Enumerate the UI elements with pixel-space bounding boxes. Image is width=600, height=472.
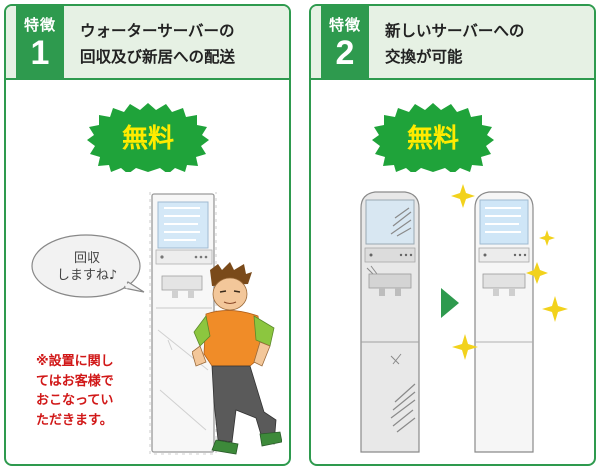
feature-tag-label: 特徴: [23, 16, 56, 34]
installation-note: ※設置に関し てはお客様で おこなってい ただきます。: [36, 354, 114, 428]
arrow-right-icon: [441, 288, 459, 318]
feature-number: 2: [335, 34, 355, 72]
badge-text: 無料: [122, 124, 174, 154]
sparkle-icon: [542, 296, 568, 322]
speech-text: 回収 しますね♪: [56, 251, 118, 283]
speech-bubble: [31, 234, 145, 298]
free-badge: 無料: [372, 103, 494, 172]
feature-header: 特徴 1 ウォーターサーバーの 回収及び新居への配送: [6, 6, 289, 80]
sparkle-icon: [539, 230, 555, 246]
feature-title: 新しいサーバーへの 交換が可能: [385, 22, 525, 66]
feature-header: 特徴 2 新しいサーバーへの 交換が可能: [311, 6, 594, 80]
feature-number-tag: 特徴 2: [321, 6, 369, 80]
badge-text: 無料: [407, 124, 459, 154]
sparkle-icons: [451, 184, 568, 360]
sparkle-icon: [526, 262, 548, 284]
sparkle-icon: [451, 184, 475, 208]
feature-tag-label: 特徴: [328, 16, 361, 34]
feature-number-tag: 特徴 1: [16, 6, 64, 80]
wrapped-water-server-illustration: [149, 192, 217, 455]
badge-burst-shape: [87, 103, 209, 172]
feature-title: ウォーターサーバーの 回収及び新居への配送: [80, 22, 236, 66]
sparkle-icon: [452, 334, 478, 360]
free-badge: 無料: [87, 103, 209, 172]
feature-card-2: 特徴 2 新しいサーバーへの 交換が可能 無料: [309, 4, 596, 466]
delivery-worker-illustration: [192, 262, 282, 455]
new-water-server-illustration: [474, 191, 534, 453]
badge-burst-shape: [372, 103, 494, 172]
feature-card-1: 特徴 1 ウォーターサーバーの 回収及び新居への配送 無料 回収 しますね♪: [4, 4, 291, 466]
feature-number: 1: [30, 34, 50, 72]
old-water-server-illustration: [360, 191, 420, 453]
